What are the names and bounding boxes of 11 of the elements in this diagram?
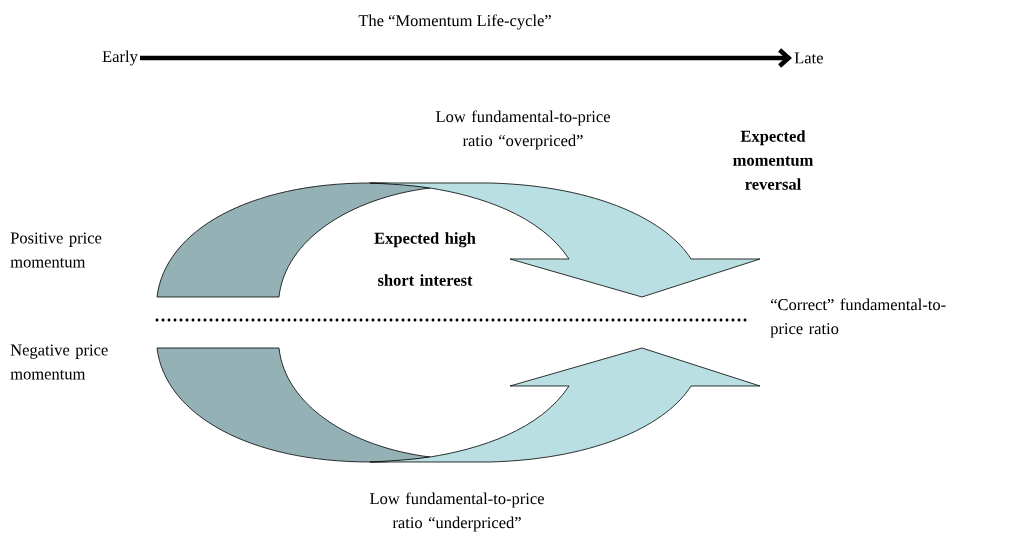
timeline-label: Early (102, 50, 138, 66)
timeline-arrow (140, 48, 792, 68)
annotation: “Correct” fundamental-to-price ratio (770, 298, 946, 338)
timeline-label: Late (794, 52, 823, 64)
annotation: Low fundamental-to-price ratio “underpriced” (369, 492, 544, 532)
annotation: Positive price momentum (10, 232, 102, 268)
annotation: Expected high short interest (374, 232, 476, 286)
title: The “Momentum Life-cycle” (358, 14, 551, 30)
annotation: Expected momentum reversal (733, 130, 814, 190)
annotation: Low fundamental-to-price ratio “overpriced” (435, 110, 610, 150)
annotation: Negative price momentum (10, 344, 108, 380)
